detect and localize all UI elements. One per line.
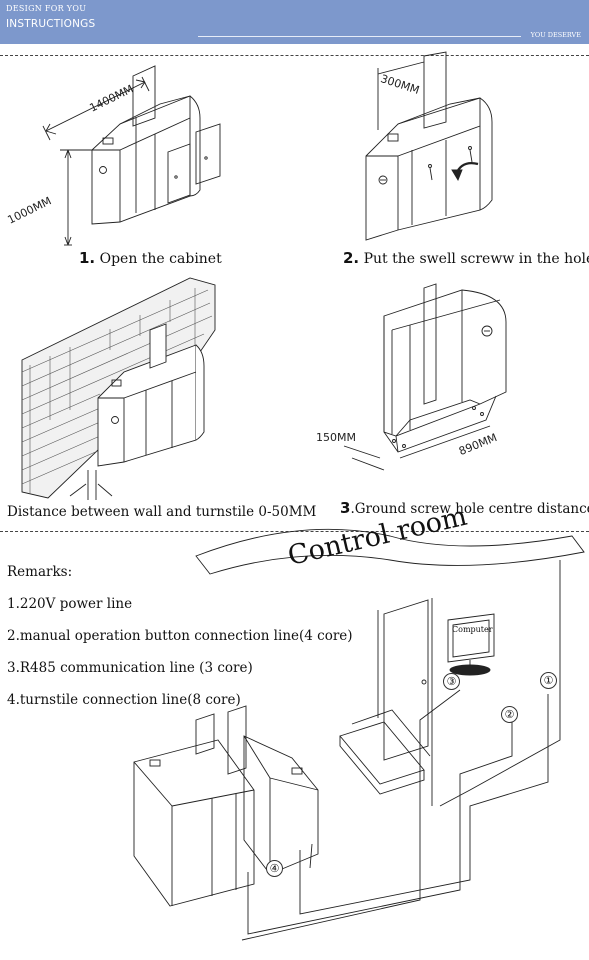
marker-4: ④: [266, 860, 283, 877]
wall-installation-drawing: [21, 277, 216, 500]
step1-number: 1.: [79, 249, 96, 267]
computer-label: Computer: [452, 625, 493, 634]
marker-1: ①: [540, 672, 557, 689]
remarks-title: Remarks:: [7, 564, 73, 580]
step2-text: Put the swell screww in the hole: [363, 251, 589, 267]
dimension-screw-offset-label: 150MM: [316, 431, 356, 444]
step1-caption: 1. Open the cabinet: [79, 249, 222, 267]
control-room-drawing: [133, 528, 585, 941]
remark-item: 3.R485 communication line (3 core): [7, 660, 253, 676]
remark-item: 1.220V power line: [7, 596, 133, 612]
step2-number: 2.: [343, 249, 360, 267]
header-tagline-right: YOU DESERVE: [530, 31, 581, 39]
step2-caption: 2. Put the swell screww in the hole: [343, 249, 589, 267]
step2-cabinet-drawing: [365, 51, 493, 241]
step1-cabinet-drawing: [42, 65, 221, 246]
header-title: INSTRUCTIONGS: [6, 18, 96, 30]
step3-caption: 3.Ground screw hole centre distance: [340, 499, 589, 517]
remark-item: 2.manual operation button connection lin…: [7, 628, 353, 644]
wall-distance-caption: Distance between wall and turnstile 0-50…: [7, 504, 317, 520]
remark-item: 4.turnstile connection line(8 core): [7, 692, 241, 708]
marker-2: ②: [501, 706, 518, 723]
step3-number: 3: [340, 499, 351, 517]
step3-cabinet-drawing: [343, 283, 507, 471]
step3-text: .Ground screw hole centre distance: [350, 501, 589, 517]
header-banner: DESIGN FOR YOU INSTRUCTIONGS YOU DESERVE: [0, 0, 589, 44]
step1-text: Open the cabinet: [99, 251, 222, 267]
header-rule: [198, 36, 521, 37]
header-tagline: DESIGN FOR YOU: [6, 4, 87, 13]
top-divider: [0, 55, 589, 56]
marker-3: ③: [443, 673, 460, 690]
